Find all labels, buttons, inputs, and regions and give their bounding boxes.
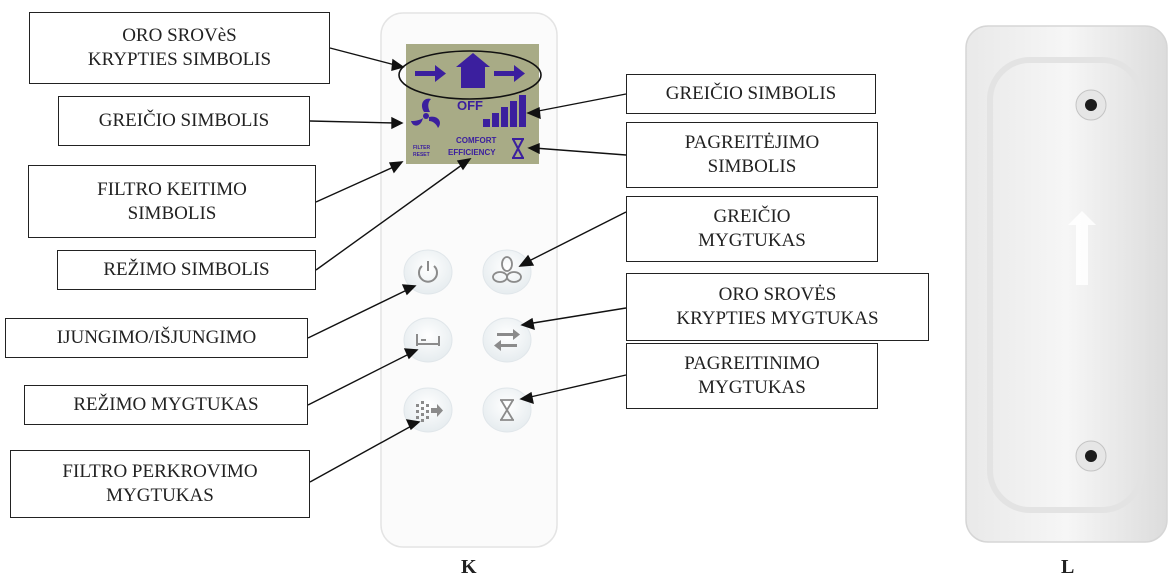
airflow-direction-button[interactable] <box>482 317 532 363</box>
hourglass-icon <box>500 399 514 421</box>
label-mode-symbol: REŽIMO SIMBOLIS <box>57 250 316 290</box>
airflow-highlight-ellipse <box>398 50 542 100</box>
label-boost-symbol: PAGREITĖJIMO SIMBOLIS <box>626 122 878 188</box>
label-mode-button: REŽIMO MYGTUKAS <box>24 385 308 425</box>
figure-label-l: L <box>1061 556 1075 578</box>
lcd-reset-text: RESET <box>413 152 430 158</box>
label-boost-button: PAGREITINIMO MYGTUKAS <box>626 343 878 409</box>
lcd-filter-text: FILTER <box>413 145 431 151</box>
label-speed-symbol-left: GREIČIO SIMBOLIS <box>58 96 310 146</box>
speed-button[interactable] <box>482 249 532 295</box>
label-speed-button: GREIČIO MYGTUKAS <box>626 196 878 262</box>
lcd-comfort-text: COMFORT <box>456 136 497 145</box>
fan-button-icon <box>492 256 522 283</box>
bed-icon <box>416 334 440 346</box>
swap-arrows-icon <box>494 329 520 351</box>
hourglass-lcd-icon <box>512 138 524 159</box>
lcd-off-text: OFF <box>457 98 483 113</box>
speed-bars-icon <box>483 95 526 127</box>
label-speed-symbol-right: GREIČIO SIMBOLIS <box>626 74 876 114</box>
lcd-efficiency-text: EFFICIENCY <box>448 148 496 157</box>
label-filter-change-symbol: FILTRO KEITIMO SIMBOLIS <box>28 165 316 238</box>
label-power: IJUNGIMO/IŠJUNGIMO <box>5 318 308 358</box>
airflow-direction-icon <box>415 53 525 88</box>
leader-lines <box>307 47 627 483</box>
label-filter-reset-button: FILTRO PERKROVIMO MYGTUKAS <box>10 450 310 518</box>
filter-icon <box>416 401 443 422</box>
boost-button[interactable] <box>482 387 532 433</box>
fan-icon <box>411 98 440 128</box>
power-icon <box>418 265 438 283</box>
wall-holder <box>965 25 1168 543</box>
power-button[interactable] <box>403 249 453 295</box>
figure-label-k: K <box>461 556 477 578</box>
label-airflow-button: ORO SROVĖS KRYPTIES MYGTUKAS <box>626 273 929 341</box>
label-airflow-symbol: ORO SROVèS KRYPTIES SIMBOLIS <box>29 12 330 84</box>
